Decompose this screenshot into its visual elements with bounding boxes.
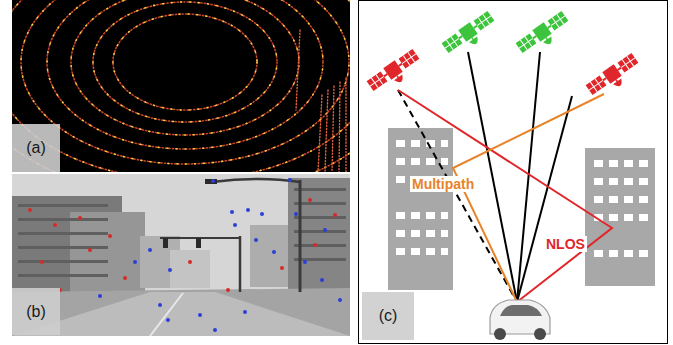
car-icon: [490, 300, 550, 340]
panel-label: (b): [26, 303, 46, 321]
panel-label-box: (a): [12, 124, 60, 172]
panel-label: (a): [26, 139, 46, 157]
panel-label: (c): [379, 307, 398, 325]
gnss-diagram: [359, 1, 668, 344]
panel-label-box: (c): [362, 292, 414, 340]
camera-image: [12, 174, 350, 336]
path-type-label: Multipath: [410, 176, 476, 192]
panel-label-box: (b): [12, 288, 60, 335]
lidar-point-cloud: [12, 0, 350, 172]
path-type-label: NLOS: [544, 236, 587, 252]
